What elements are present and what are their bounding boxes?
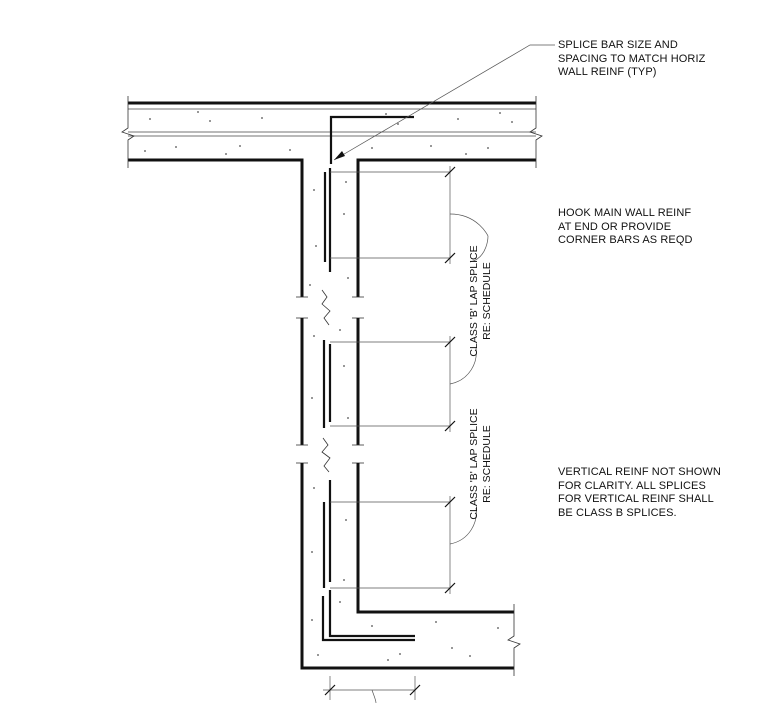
hook-note-line-2: AT END OR PROVIDE bbox=[558, 220, 672, 233]
lap-splice-label-2: CLASS 'B' LAP SPLICE RE: SCHEDULE bbox=[468, 405, 496, 523]
lap-splice-dimensions bbox=[323, 166, 489, 703]
reinforcement-bars bbox=[321, 115, 415, 642]
hook-note-line-1: HOOK MAIN WALL REINF bbox=[558, 207, 692, 219]
splice-bar-note-line-2: SPACING TO MATCH HORIZ bbox=[558, 52, 706, 65]
vertical-wall-middle bbox=[300, 318, 360, 445]
lap-splice-label-2-line-2: RE: SCHEDULE bbox=[481, 425, 493, 503]
hook-note: HOOK MAIN WALL REINF AT END OR PROVIDE C… bbox=[558, 207, 693, 248]
lap-splice-label-2-line-1: CLASS 'B' LAP SPLICE bbox=[468, 408, 480, 520]
vertical-reinf-note-line-1: VERTICAL REINF NOT SHOWN bbox=[558, 466, 721, 478]
lap-splice-label-1: CLASS 'B' LAP SPLICE RE: SCHEDULE bbox=[468, 242, 496, 360]
wall-break-2 bbox=[296, 437, 364, 473]
splice-bar-note: SPLICE BAR SIZE AND SPACING TO MATCH HOR… bbox=[558, 39, 705, 80]
splice-bar-note-line-1: SPLICE BAR SIZE AND bbox=[558, 39, 678, 51]
top-horizontal-wall bbox=[121, 96, 543, 297]
lap-splice-label-1-line-1: CLASS 'B' LAP SPLICE bbox=[468, 245, 480, 357]
vertical-reinf-note-line-4: BE CLASS B SPLICES. bbox=[558, 506, 677, 519]
hook-note-line-3: CORNER BARS AS REQD bbox=[558, 234, 693, 246]
vertical-reinf-note: VERTICAL REINF NOT SHOWN FOR CLARITY. AL… bbox=[558, 466, 721, 520]
splice-note-leader bbox=[333, 44, 555, 161]
splice-bar-note-line-3: WALL REINF (TYP) bbox=[558, 66, 657, 78]
lower-corner-wall bbox=[300, 463, 521, 676]
vertical-reinf-note-line-3: FOR VERTICAL REINF SHALL bbox=[558, 493, 714, 505]
concrete-hatch bbox=[144, 111, 513, 661]
vertical-reinf-note-line-2: FOR CLARITY. ALL SPLICES bbox=[558, 479, 706, 492]
wall-break-1 bbox=[296, 289, 364, 326]
lap-splice-label-1-line-2: RE: SCHEDULE bbox=[481, 262, 493, 340]
